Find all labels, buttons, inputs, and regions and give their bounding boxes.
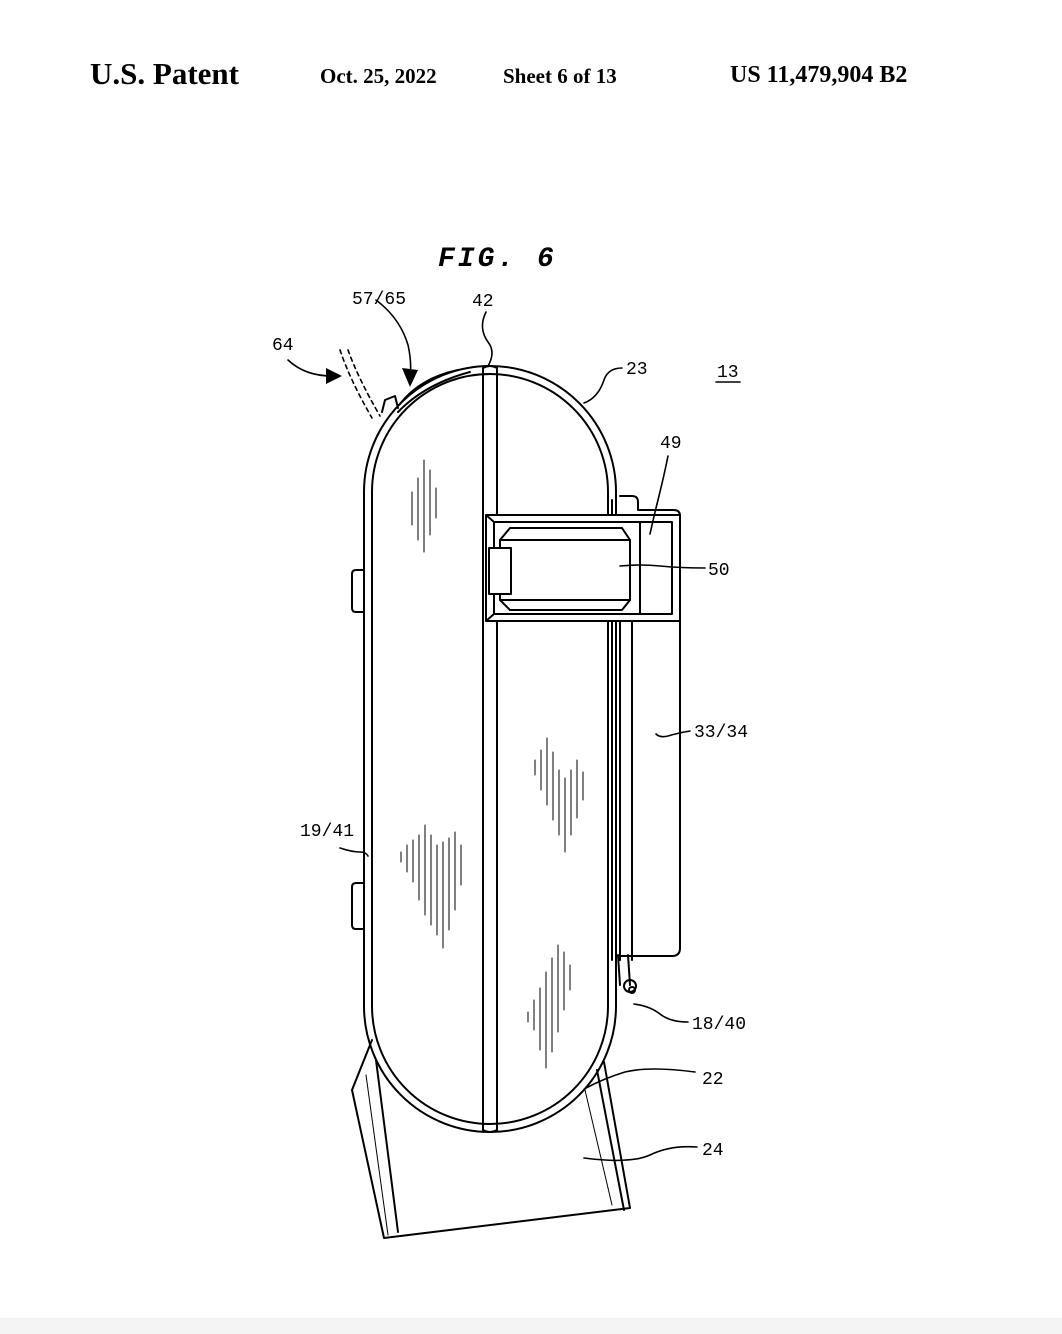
capsule-body: [363, 365, 617, 1133]
ref-23: 23: [626, 360, 648, 380]
handle-49-50: [485, 514, 681, 622]
side-tabs: [351, 569, 365, 930]
chute-24: [351, 1039, 631, 1239]
center-seam-42: [482, 365, 498, 1133]
ref-64: 64: [272, 336, 294, 356]
latch-57-65: [381, 369, 471, 413]
ref-57-65: 57/65: [352, 290, 406, 310]
ref-22: 22: [702, 1070, 724, 1090]
arrowheads: [326, 368, 418, 387]
ref-42: 42: [472, 292, 494, 312]
ref-19-41: 19/41: [300, 822, 354, 842]
patent-date: Oct. 25, 2022: [320, 64, 437, 88]
ref-49: 49: [660, 434, 682, 454]
hook-detail: [617, 954, 637, 994]
dashed-lid-64: [339, 349, 381, 419]
ref-50: 50: [708, 561, 730, 581]
ref-18-40: 18/40: [692, 1015, 746, 1035]
leader-lines: [287, 299, 706, 1162]
ref-13: 13: [717, 363, 739, 383]
patent-number: US 11,479,904 B2: [730, 62, 908, 88]
patent-label: U.S. Patent: [90, 56, 239, 91]
hatching: [400, 459, 584, 1069]
sheet-header: U.S. Patent Oct. 25, 2022 Sheet 6 of 13 …: [0, 56, 1062, 96]
figure-title: FIG. 6: [438, 244, 557, 275]
page-bottom-edge: [0, 1318, 1062, 1334]
ref-24: 24: [702, 1141, 724, 1161]
sheet-number: Sheet 6 of 13: [503, 64, 617, 88]
ref-33-34: 33/34: [694, 723, 748, 743]
